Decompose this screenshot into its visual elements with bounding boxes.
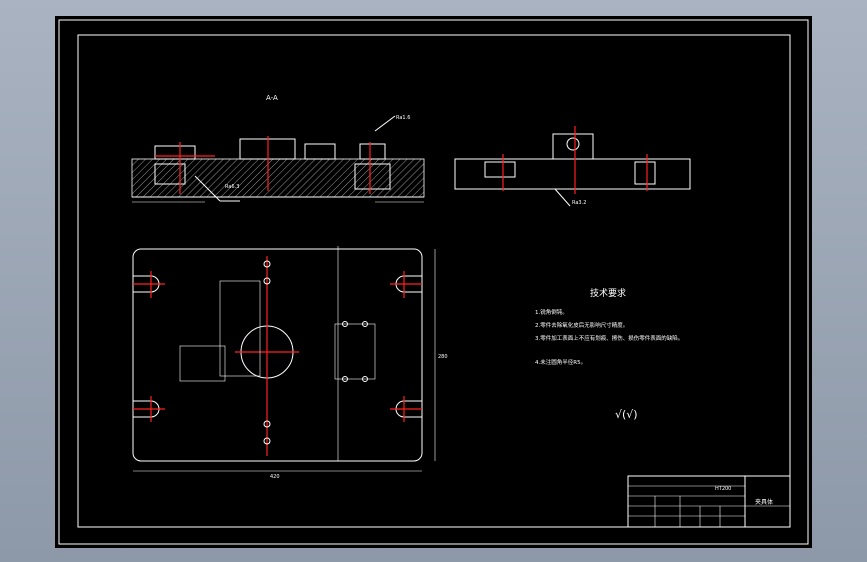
section-label: A-A — [266, 94, 278, 102]
note-item-3: 3.零件加工表面上不应有划痕、擦伤、损伤零件表面的缺陷。 — [535, 334, 683, 342]
roughness-note: √(√) — [615, 408, 638, 421]
svg-text:420: 420 — [270, 474, 280, 480]
drawing-viewport[interactable]: A-A Ra1.6 Ra6.3 Ra3.2 — [55, 16, 812, 548]
inner-frame — [77, 34, 791, 528]
plan-view: 420 280 — [132, 246, 448, 480]
note-item-2: 2.零件去除氧化皮后无影响尺寸精度。 — [535, 321, 628, 329]
note-item-4: 4.未注圆角半径R5。 — [535, 358, 586, 366]
svg-text:Ra1.6: Ra1.6 — [396, 115, 410, 121]
svg-text:Ra3.2: Ra3.2 — [572, 200, 586, 206]
part-code: HT200 — [715, 486, 731, 492]
cad-drawing: A-A Ra1.6 Ra6.3 Ra3.2 — [58, 19, 809, 545]
note-item-1: 1.锐角倒钝。 — [535, 308, 568, 316]
title-block: HT200 夹具体 — [627, 475, 791, 528]
outer-frame — [58, 19, 809, 545]
technical-notes: 技术要求 1.锐角倒钝。 2.零件去除氧化皮后无影响尺寸精度。 3.零件加工表面… — [535, 287, 683, 421]
svg-text:Ra6.3: Ra6.3 — [225, 184, 239, 190]
front-section-view: Ra1.6 Ra6.3 — [131, 115, 425, 203]
notes-title: 技术要求 — [590, 287, 626, 299]
svg-text:280: 280 — [438, 354, 448, 360]
side-view: Ra3.2 — [454, 126, 691, 207]
drawing-name: 夹具体 — [755, 498, 773, 506]
